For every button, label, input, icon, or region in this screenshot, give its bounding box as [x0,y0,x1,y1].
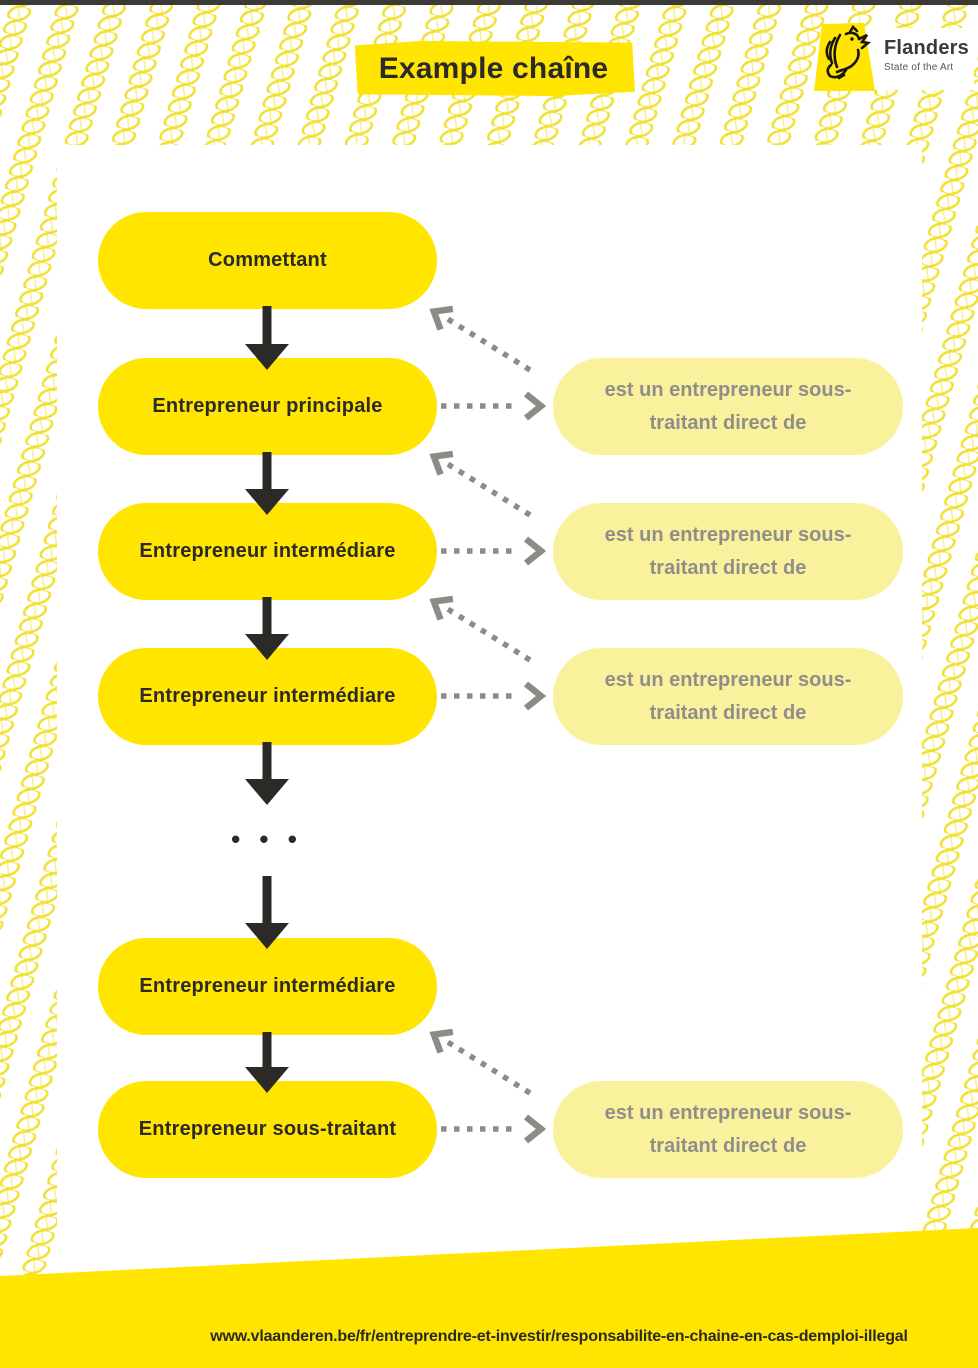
relation-note-line2: traitant direct de [649,411,807,434]
page-title-box: Example chaîne [354,41,635,96]
relation-note-line2: traitant direct de [649,1134,807,1157]
relation-note-line1: est un entrepreneur sous- [604,1101,852,1124]
node-entrepreneur-intermediare-1: Entrepreneur intermédiare [98,503,437,600]
chain-ellipsis: • • • [231,824,303,854]
node-label: Entrepreneur intermédiare [139,685,396,707]
relation-note-line2: traitant direct de [649,556,807,579]
flanders-logo-wordmark: Flanders [884,37,969,59]
flanders-lion-icon [825,24,872,80]
relation-note-line1: est un entrepreneur sous- [604,668,852,691]
flag-trapezoid [814,23,875,91]
top-edge-strip [0,0,978,5]
relation-note-4: est un entrepreneur sous- traitant direc… [553,1081,903,1178]
relation-note-line2: traitant direct de [649,701,807,724]
node-commettant: Commettant [98,212,437,309]
relation-note-3: est un entrepreneur sous- traitant direc… [553,648,903,745]
relation-note-line1: est un entrepreneur sous- [604,378,852,401]
node-label: Commettant [208,249,327,271]
page-title: Example chaîne [378,51,609,85]
flanders-logo-tagline: State of the Art [884,62,954,73]
relation-note-2: est un entrepreneur sous- traitant direc… [553,503,903,600]
flanders-flag-icon [814,23,875,91]
node-entrepreneur-principale: Entrepreneur principale [98,358,437,455]
node-label: Entrepreneur intermédiare [139,540,396,562]
node-entrepreneur-sous-traitant: Entrepreneur sous-traitant [98,1081,437,1178]
relation-note-line1: est un entrepreneur sous- [604,523,852,546]
relation-note-1: est un entrepreneur sous- traitant direc… [553,358,903,455]
node-label: Entrepreneur intermédiare [139,975,396,997]
node-entrepreneur-intermediare-2: Entrepreneur intermédiare [98,648,437,745]
footer-url-link[interactable]: www.vlaanderen.be/fr/entreprendre-et-inv… [210,1328,908,1345]
node-label: Entrepreneur principale [152,395,383,417]
node-label: Entrepreneur sous-traitant [138,1118,397,1140]
node-entrepreneur-intermediare-3: Entrepreneur intermédiare [98,938,437,1035]
